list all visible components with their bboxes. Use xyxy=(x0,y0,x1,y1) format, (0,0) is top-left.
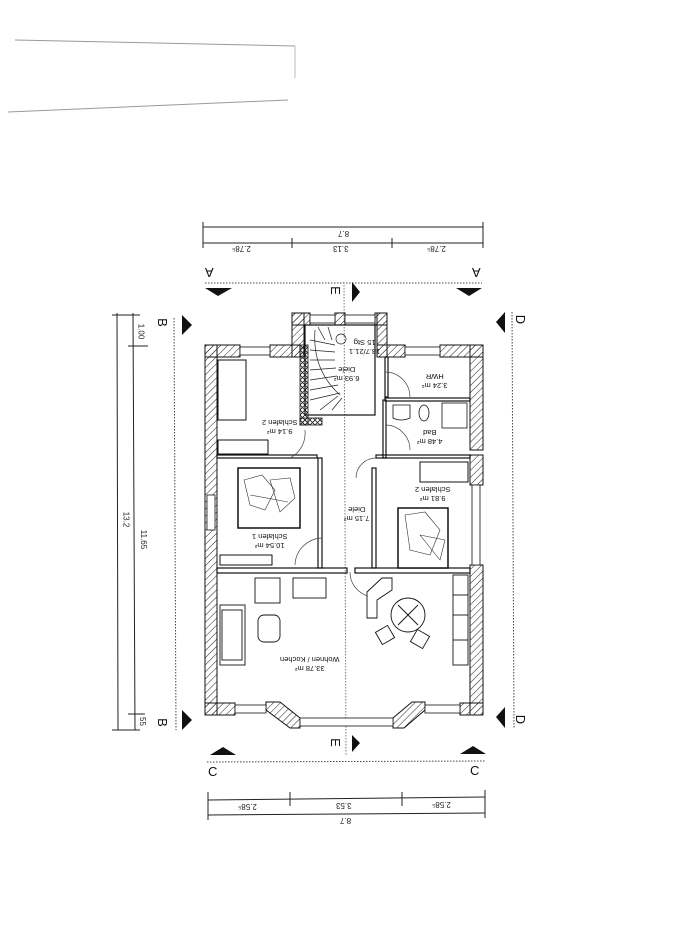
windows xyxy=(206,314,481,727)
dim-left-inner: 11.65 xyxy=(139,529,149,550)
top-dimensions xyxy=(202,222,484,248)
bath-fixtures xyxy=(392,402,468,429)
section-label-d-bottom: D xyxy=(513,714,529,725)
section-label-c-right: C xyxy=(470,763,480,778)
section-label-a-left: A xyxy=(205,265,214,280)
left-dimensions xyxy=(112,312,148,731)
staircase xyxy=(309,326,347,411)
section-label-e-top: E xyxy=(327,286,343,295)
dim-bottom-part-1: 2.58⁵ xyxy=(238,802,257,811)
dim-top-part-3: 2.78⁵ xyxy=(427,244,446,253)
section-label-e-bottom: E xyxy=(327,738,343,747)
wardrobes xyxy=(217,359,469,566)
dim-left-bottom: 55 xyxy=(137,717,147,726)
dim-top-part-2: 3.13 xyxy=(333,244,349,253)
dim-top-total: 8.7 xyxy=(338,229,350,238)
section-label-c-left: C xyxy=(208,764,218,779)
bottom-dimensions xyxy=(207,790,486,820)
section-label-a-right: A xyxy=(472,265,481,280)
dim-bottom-total: 8.7 xyxy=(340,816,352,825)
dim-bottom-part-2: 3.53 xyxy=(336,801,352,810)
section-label-b-bottom: B xyxy=(154,718,170,727)
bed-left xyxy=(237,467,301,529)
section-label-b-top: B xyxy=(154,318,170,327)
dim-bottom-part-3: 2.58⁵ xyxy=(432,800,451,809)
dim-left-total: 13.2 xyxy=(121,511,131,528)
bed-right xyxy=(397,507,449,569)
dim-left-top: 1.00 xyxy=(136,323,146,340)
interior-walls xyxy=(299,344,323,426)
section-label-d-top: D xyxy=(513,314,529,325)
living-furniture xyxy=(219,574,469,666)
section-arrows xyxy=(182,282,505,755)
dim-top-part-1: 2.78⁵ xyxy=(232,244,251,253)
